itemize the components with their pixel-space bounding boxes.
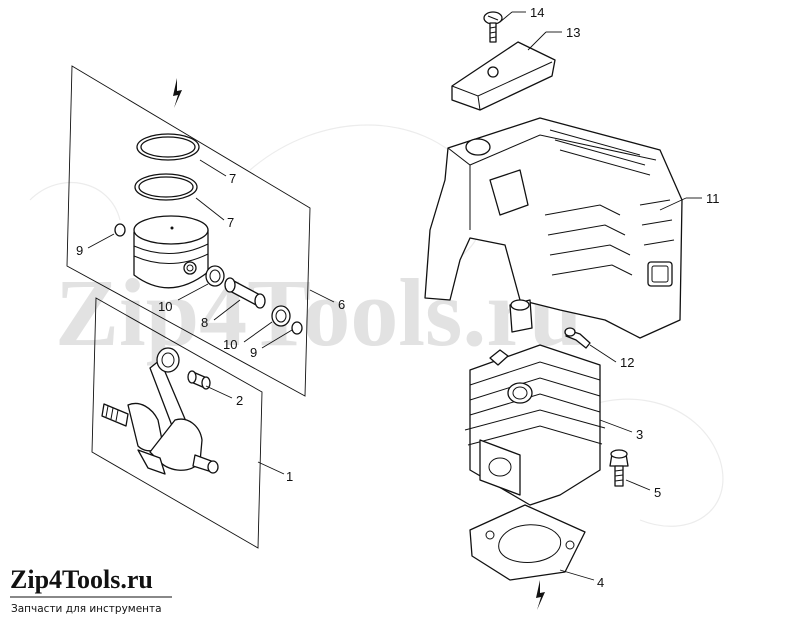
circlip-right (291, 321, 303, 335)
needle-bearing-left (205, 265, 225, 287)
leader-lines (87, 11, 702, 581)
needle-bearing-right (271, 305, 291, 327)
callout-9a: 9 (76, 243, 83, 258)
crank-bearing (187, 370, 211, 390)
crankshaft-group-frame (91, 297, 263, 549)
callout-1: 1 (286, 469, 293, 484)
cylinder-gasket (469, 504, 586, 581)
piston-ring-upper (136, 133, 200, 161)
callout-labels: 1 2 3 4 5 6 7 7 8 9 9 10 10 11 12 13 14 (76, 5, 720, 590)
piston (133, 215, 209, 289)
circlip-left (114, 223, 126, 237)
callout-7b: 7 (227, 215, 234, 230)
piston-ring-lower (134, 173, 198, 201)
callout-6: 6 (338, 297, 345, 312)
callout-11: 11 (706, 191, 720, 206)
crankshaft (101, 347, 219, 475)
cylinder-shroud (424, 117, 683, 339)
callout-8: 8 (201, 315, 208, 330)
callout-2: 2 (236, 393, 243, 408)
callout-9b: 9 (250, 345, 257, 360)
bolt-5 (609, 449, 629, 487)
callout-10b: 10 (223, 337, 237, 352)
callout-5: 5 (654, 485, 661, 500)
callout-7a: 7 (229, 171, 236, 186)
callout-4: 4 (597, 575, 604, 590)
bottom-arrow-icon (536, 580, 545, 610)
callout-12: 12 (620, 355, 634, 370)
callout-3: 3 (636, 427, 643, 442)
screw-12 (564, 327, 591, 349)
screw-14 (483, 11, 503, 43)
cover-cap (451, 41, 556, 111)
callout-14: 14 (530, 5, 544, 20)
piston-pin (224, 277, 266, 309)
top-arrow-icon (173, 78, 182, 108)
callout-13: 13 (566, 25, 580, 40)
piston-group-frame (66, 65, 311, 397)
callout-10a: 10 (158, 299, 172, 314)
cylinder (464, 344, 606, 506)
logo-title: Zip4Tools.ru (10, 565, 153, 594)
site-logo: Zip4Tools.ru Запчасти для инструмента (10, 565, 172, 615)
logo-subtitle: Запчасти для инструмента (11, 603, 162, 615)
